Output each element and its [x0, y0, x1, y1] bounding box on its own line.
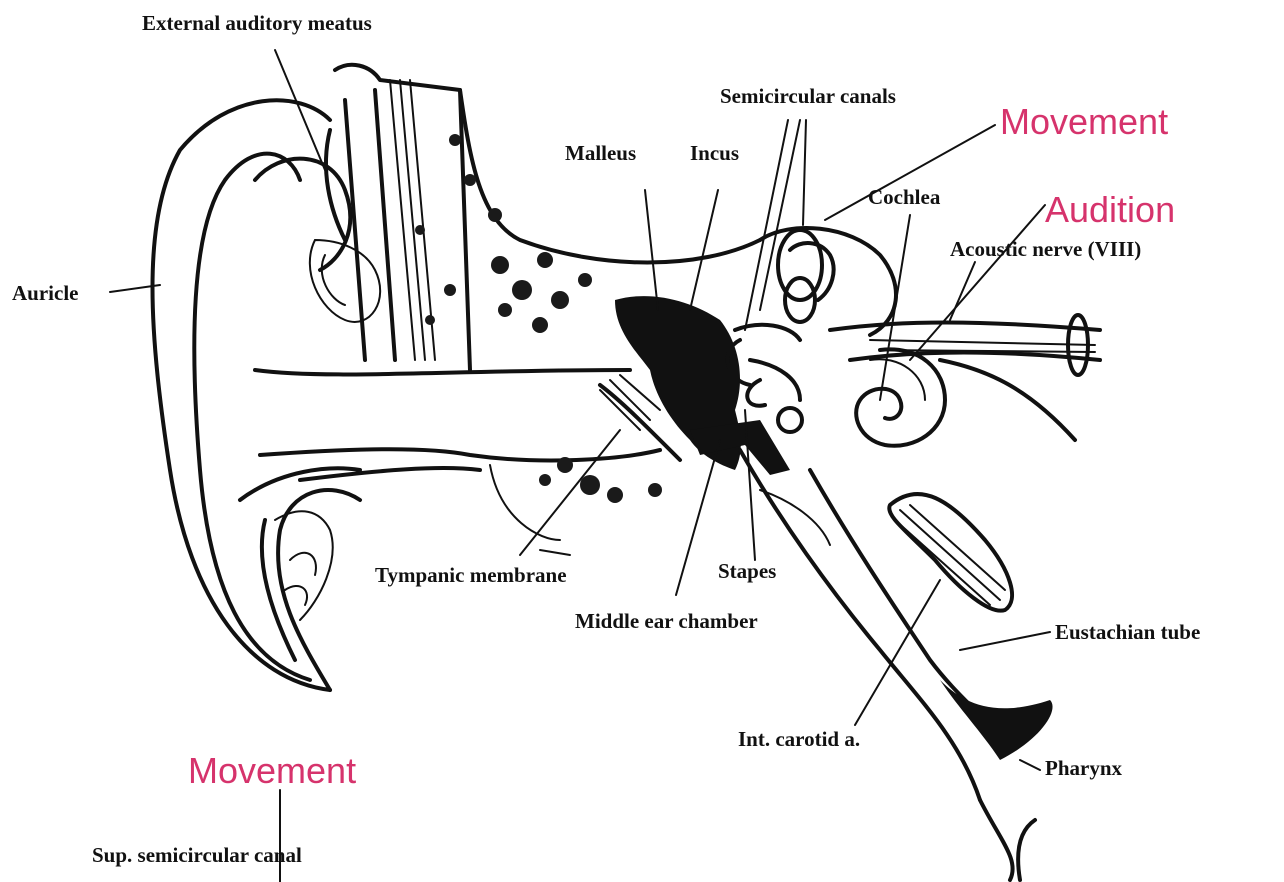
- label-sup-semicircular-canal: Sup. semicircular canal: [92, 843, 302, 867]
- label-malleus: Malleus: [565, 141, 636, 165]
- eustachian-tube: [740, 450, 1053, 880]
- label-middle-ear-chamber: Middle ear chamber: [575, 609, 758, 633]
- label-tympanic-membrane: Tympanic membrane: [375, 563, 567, 587]
- label-external-auditory-meatus: External auditory meatus: [142, 11, 372, 35]
- label-int-carotid: Int. carotid a.: [738, 727, 860, 751]
- label-cochlea: Cochlea: [868, 185, 941, 209]
- label-eustachian-tube: Eustachian tube: [1055, 620, 1200, 644]
- label-pharynx: Pharynx: [1045, 756, 1123, 780]
- label-incus: Incus: [690, 141, 739, 165]
- label-acoustic-nerve: Acoustic nerve (VIII): [950, 237, 1141, 261]
- label-stapes: Stapes: [718, 559, 776, 583]
- label-auricle: Auricle: [12, 281, 78, 305]
- label-semicircular-canals: Semicircular canals: [720, 84, 896, 108]
- annotation-audition: Audition: [1045, 189, 1175, 230]
- annotation-movement-top: Movement: [1000, 101, 1168, 142]
- annotation-movement-bottom: Movement: [188, 750, 356, 791]
